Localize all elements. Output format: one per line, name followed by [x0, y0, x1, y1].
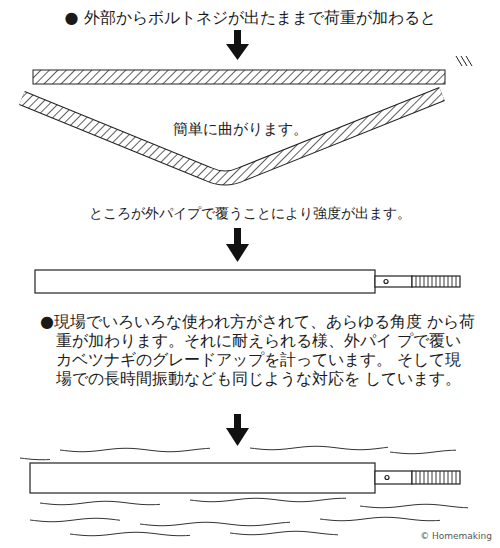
load-marks — [456, 56, 472, 66]
down-arrow — [226, 30, 249, 60]
down-arrow — [226, 228, 249, 262]
explanation-note: ところが外パイプで覆うことにより強度が出ます。 — [50, 205, 450, 222]
pipe-assembly — [30, 463, 460, 493]
caption-note: 簡単に曲がります。 — [150, 120, 330, 138]
pipe-assembly — [35, 270, 460, 293]
bolt-bent — [22, 94, 442, 178]
bolt-straight — [33, 70, 445, 84]
heading-note: ● 外部からボルトネジが出たままで荷重が加わると — [40, 8, 460, 27]
down-arrow — [226, 414, 249, 446]
explanation-paragraph: ●現場でいろいろな使われ方がされて、あらゆる角度 から荷重が加わります。それに耐… — [40, 312, 476, 388]
watermark: © Homemaking — [380, 531, 492, 542]
vibration-lines — [20, 446, 468, 535]
